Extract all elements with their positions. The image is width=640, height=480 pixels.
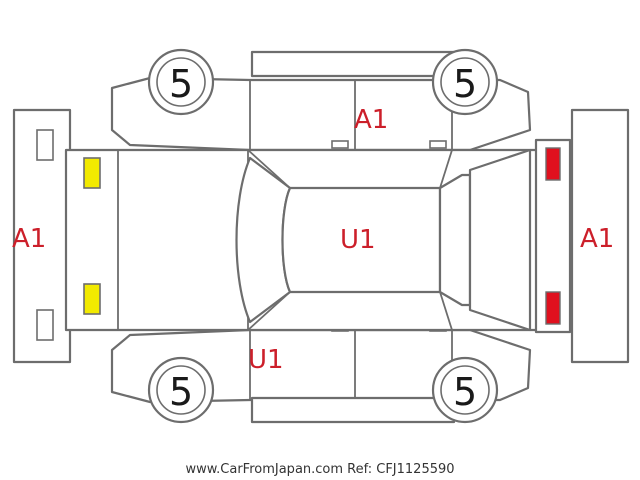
tire-rear-right-rating: 5 bbox=[453, 370, 477, 414]
tire-rear-left-rating: 5 bbox=[453, 62, 477, 106]
front-lamp-marker-lower bbox=[83, 283, 101, 315]
rear-lamp-marker-lower bbox=[545, 291, 561, 325]
rear-lamp-marker-upper bbox=[545, 147, 561, 181]
tire-rear-left: 5 bbox=[431, 48, 499, 116]
left-door-damage-code: A1 bbox=[354, 105, 388, 135]
front-bumper: A1 bbox=[12, 108, 72, 364]
tire-front-left-rating: 5 bbox=[169, 62, 193, 106]
tire-rear-right: 5 bbox=[431, 356, 499, 424]
footer-reference: www.CarFromJapan.com Ref: CFJ1125590 bbox=[185, 462, 454, 477]
tire-front-right: 5 bbox=[147, 356, 215, 424]
right-door-damage-code: U1 bbox=[248, 345, 284, 375]
roof-damage-code: U1 bbox=[340, 225, 376, 255]
rear-bumper: A1 bbox=[570, 108, 630, 364]
top-view-body: U1 bbox=[64, 148, 540, 332]
rear-bumper-damage-code: A1 bbox=[580, 224, 614, 254]
left-side-panel: A1 bbox=[110, 50, 532, 152]
front-lamp-marker-upper bbox=[83, 157, 101, 189]
front-bumper-damage-code: A1 bbox=[12, 224, 46, 254]
tire-front-left: 5 bbox=[147, 48, 215, 116]
tire-front-right-rating: 5 bbox=[169, 370, 193, 414]
right-side-panel: U1 bbox=[110, 323, 532, 424]
